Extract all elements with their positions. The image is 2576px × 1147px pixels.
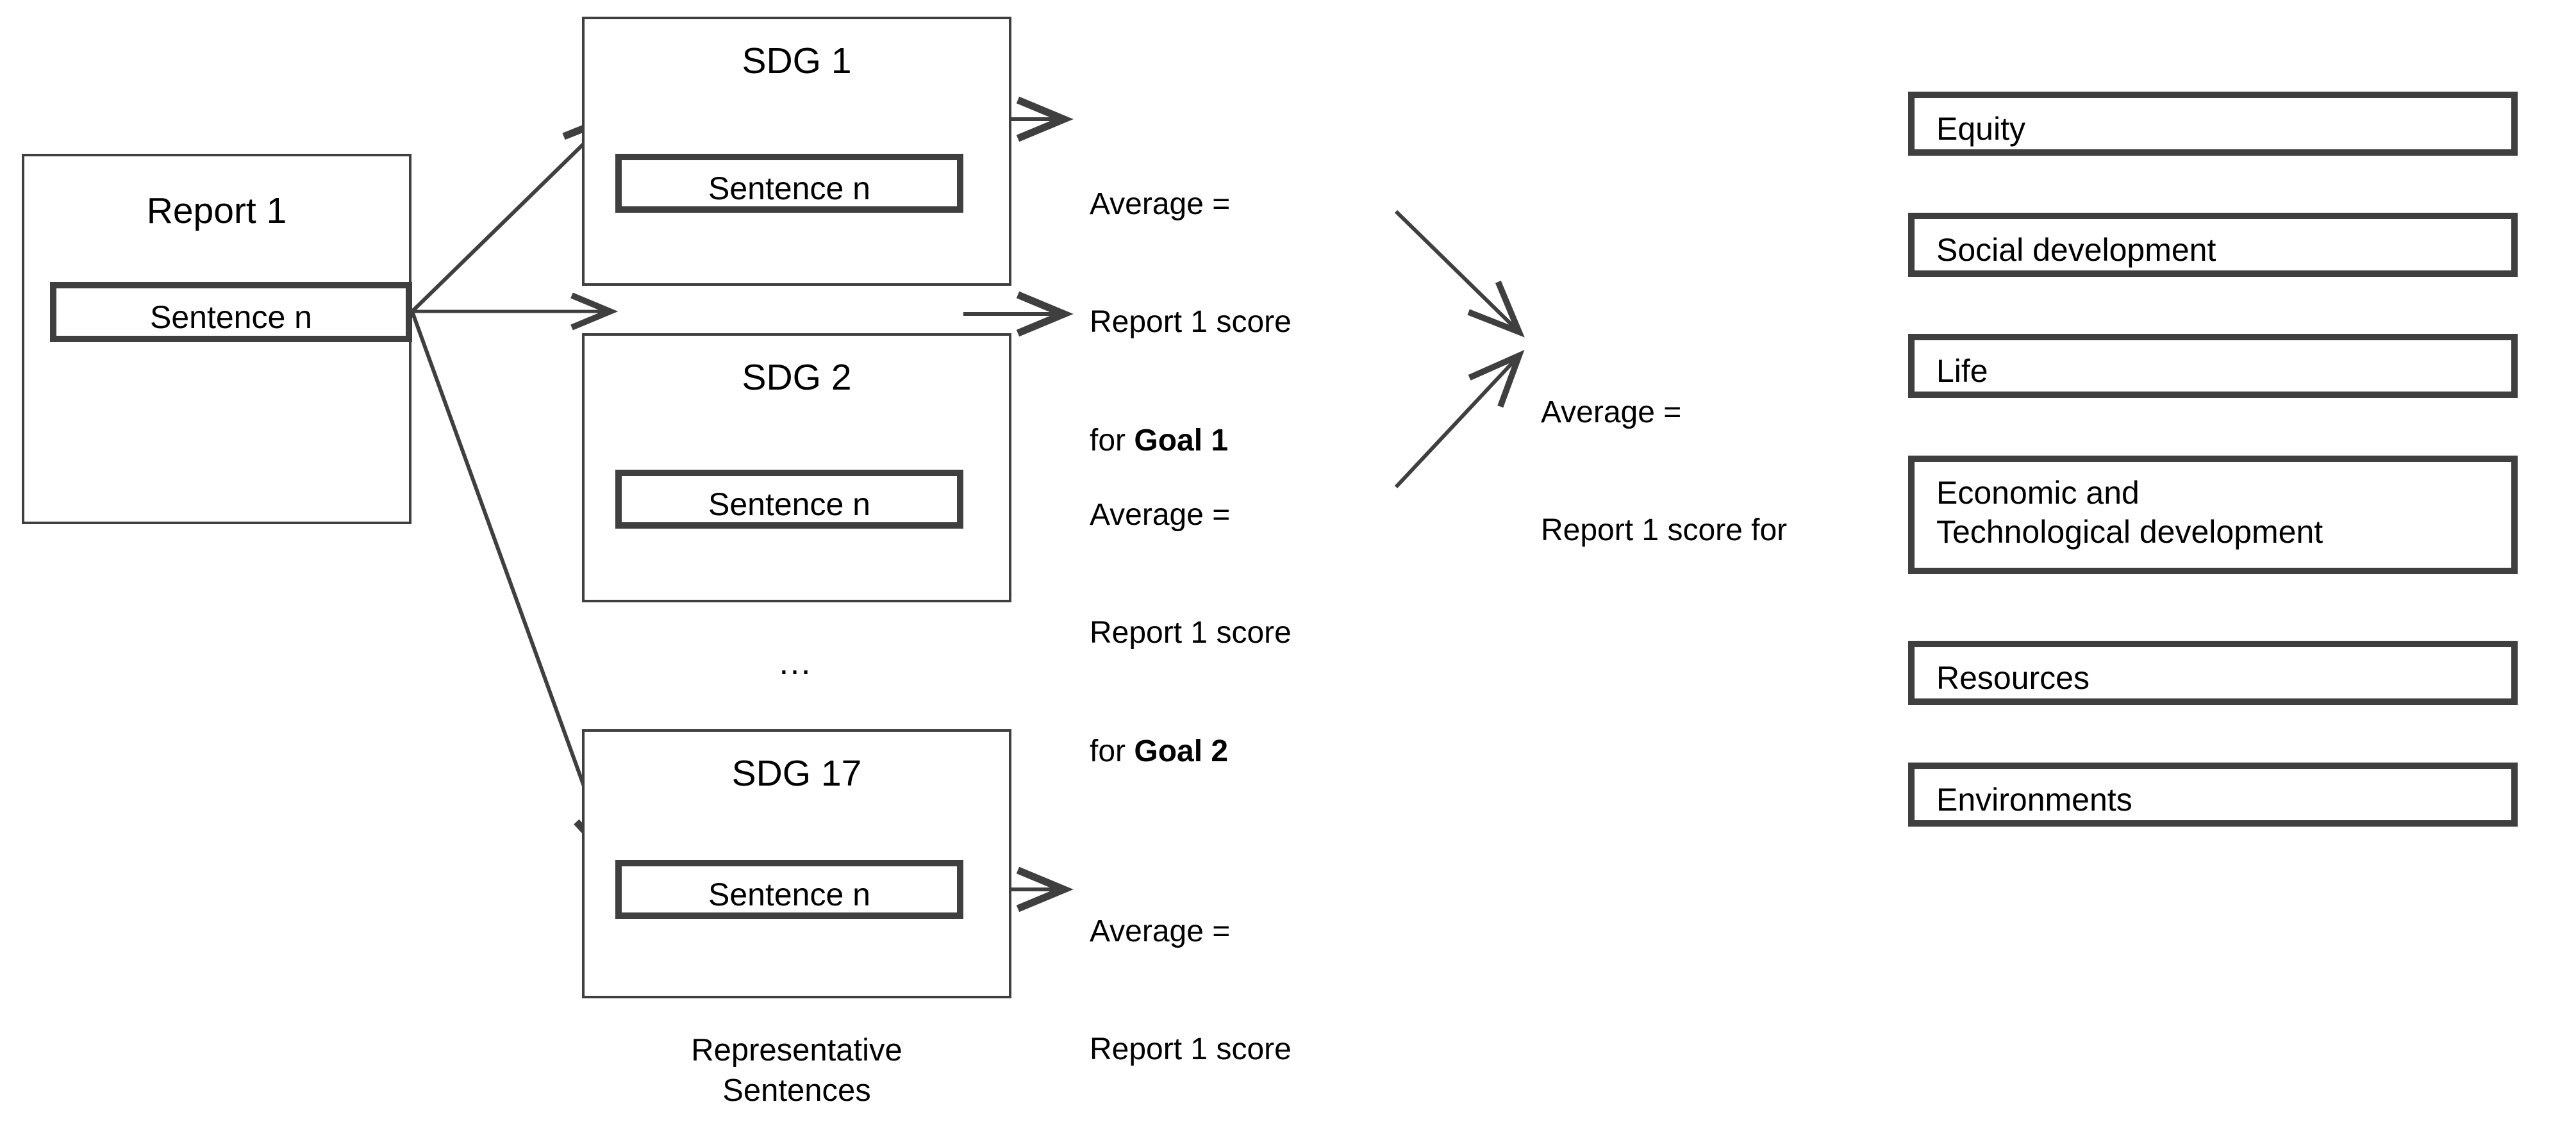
- category-label-equity: Equity: [1936, 111, 2025, 147]
- sdg-1-sentence-box[interactable]: Sentence n: [615, 154, 963, 213]
- goal-2-average-line3: for Goal 2: [1090, 732, 1292, 771]
- edge-goal2-to-aggregate: [1394, 350, 1525, 489]
- category-box-economic-technological-development[interactable]: Economic and Technological development: [1908, 456, 2518, 574]
- sdg-17-sentence-label: Sentence n: [708, 877, 870, 912]
- sdg-2-title: SDG 2: [742, 357, 852, 398]
- goal-2-average-text: Average = Report 1 score for Goal 2: [1090, 417, 1292, 850]
- representative-sentences-caption: Representative Sentences: [604, 1030, 989, 1110]
- goal-1-average-prefix: for: [1090, 423, 1134, 458]
- category-label-life: Life: [1936, 353, 1988, 389]
- sdg-1-sentence-label: Sentence n: [708, 170, 870, 206]
- report-sentence-label: Sentence n: [150, 299, 312, 335]
- aggregate-average-line1: Average =: [1541, 395, 1682, 429]
- report-title: Report 1: [146, 190, 287, 231]
- sdg-17-sentence-box[interactable]: Sentence n: [615, 860, 963, 919]
- goal-1-average-line3: for Goal 1: [1090, 421, 1292, 460]
- goal-2-average-goal: Goal 2: [1134, 734, 1229, 768]
- category-box-life[interactable]: Life: [1908, 334, 2518, 398]
- sdg-17-title: SDG 17: [731, 753, 862, 794]
- representative-sentences-caption-text: Representative Sentences: [691, 1033, 902, 1108]
- goal-17-average-text: Average = Report 1 score for Goal 17: [1090, 833, 1292, 1147]
- edge-report-to-sdg1: [410, 111, 617, 313]
- goal-1-average-goal: Goal 1: [1134, 423, 1229, 458]
- goal-17-average-line1: Average =: [1090, 914, 1231, 948]
- category-label-social-development: Social development: [1936, 232, 2216, 268]
- category-box-equity[interactable]: Equity: [1908, 92, 2518, 156]
- sdg-group-2[interactable]: SDG 2: [582, 333, 1011, 602]
- edge-goal1-to-aggregate: [1394, 210, 1525, 338]
- category-label-resources: Resources: [1936, 660, 2090, 696]
- category-box-environments[interactable]: Environments: [1908, 763, 2518, 827]
- goal-2-average-prefix: for: [1090, 734, 1134, 768]
- goal-2-average-line1: Average =: [1090, 497, 1231, 532]
- aggregate-average-line2: Report 1 score for: [1541, 513, 1788, 548]
- goal-2-average-line2: Report 1 score: [1090, 616, 1292, 650]
- sdg-ellipsis: …: [777, 643, 816, 682]
- category-box-resources[interactable]: Resources: [1908, 641, 2518, 705]
- sdg-2-sentence-box[interactable]: Sentence n: [615, 470, 963, 529]
- aggregate-average-text: Average = Report 1 score for: [1541, 314, 1787, 629]
- goal-17-average-line2: Report 1 score: [1090, 1032, 1292, 1067]
- edge-report-to-sdg17: [410, 310, 617, 868]
- category-box-social-development[interactable]: Social development: [1908, 213, 2518, 277]
- goal-1-average-line1: Average =: [1090, 186, 1231, 221]
- report-sentence-box[interactable]: Sentence n: [50, 282, 412, 342]
- sdg-group-1[interactable]: SDG 1: [582, 17, 1011, 286]
- goal-1-average-text: Average = Report 1 score for Goal 1: [1090, 106, 1292, 539]
- category-label-economic-technological-development: Economic and Technological development: [1936, 475, 2323, 550]
- goal-1-average-line2: Report 1 score: [1090, 305, 1292, 340]
- sdg-2-sentence-label: Sentence n: [708, 486, 870, 522]
- category-label-environments: Environments: [1936, 782, 2132, 818]
- sdg-1-title: SDG 1: [742, 40, 852, 81]
